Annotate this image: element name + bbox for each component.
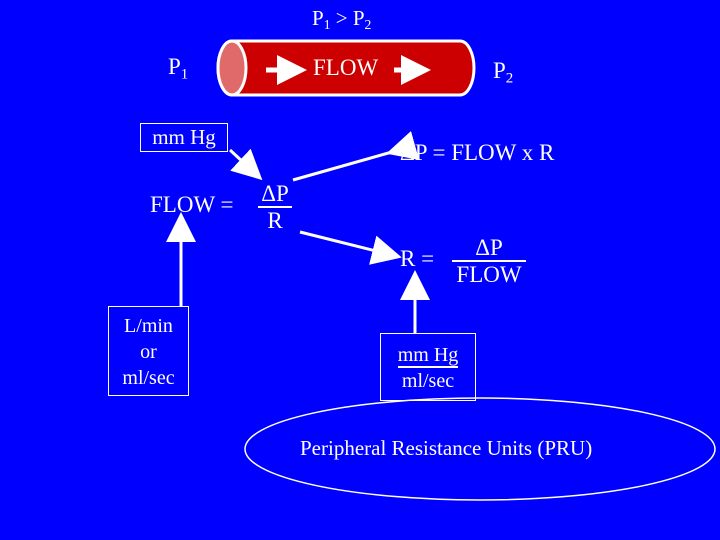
arrow-flow-to-r xyxy=(299,230,402,265)
pressure-label-p2: P2 xyxy=(493,58,514,87)
r-equation-lhs: R = xyxy=(400,246,435,271)
pru-units-numerator: mm Hg xyxy=(397,344,459,368)
pru-units-box: mm Hg ml/sec xyxy=(380,333,476,401)
delta-p-equation: ΔP = FLOW x R xyxy=(400,140,555,165)
r-equation-denominator: FLOW xyxy=(456,262,522,287)
pru-units-denominator: ml/sec xyxy=(401,370,455,392)
arrow-mmhg-to-deltap xyxy=(228,148,263,181)
arrow-equation-to-flow xyxy=(292,131,420,182)
mmhg-box: mm Hg xyxy=(140,123,228,152)
pru-ellipse xyxy=(244,397,716,501)
flow-units-box: L/min or ml/sec xyxy=(108,306,189,396)
flow-equation-numerator: ΔP xyxy=(258,182,292,208)
flow-units-line2: or xyxy=(140,341,157,363)
flow-units-line3: ml/sec xyxy=(122,367,175,389)
r-equation-numerator: ΔP xyxy=(452,236,526,262)
flow-equation-denominator: R xyxy=(267,208,283,233)
vessel-flow-label: FLOW xyxy=(313,55,379,80)
pressure-comparison-title: P1 > P2 xyxy=(312,6,372,33)
pru-label: Peripheral Resistance Units (PRU) xyxy=(300,436,593,460)
pressure-label-p1: P1 xyxy=(168,54,189,83)
vessel-opening xyxy=(216,39,248,97)
flow-equation-lhs: FLOW = xyxy=(150,192,234,217)
flow-units-line1: L/min xyxy=(124,315,173,337)
